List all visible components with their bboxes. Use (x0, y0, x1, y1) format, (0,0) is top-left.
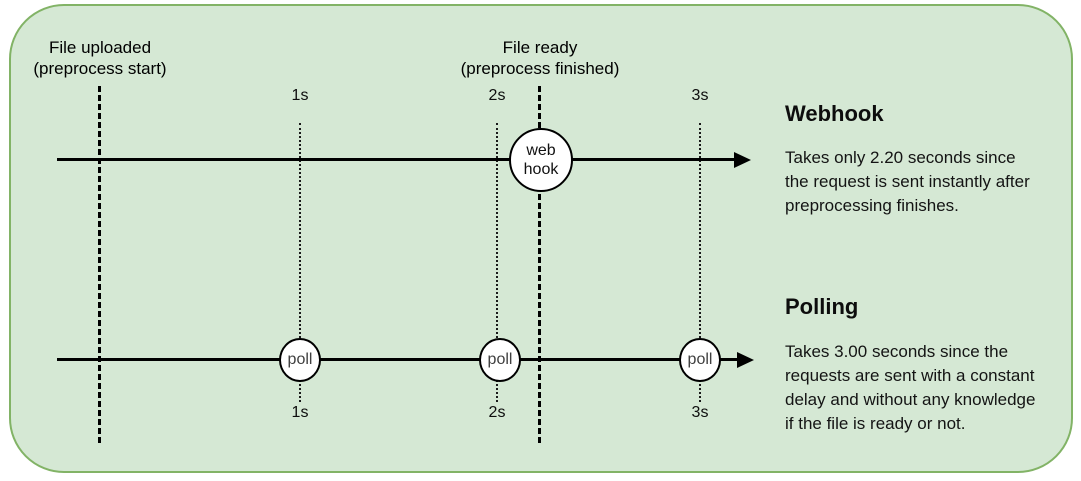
polling-timeline-line (57, 358, 740, 361)
tick-dotted-line-1s (299, 123, 301, 402)
poll-node-1: poll (279, 338, 321, 382)
rounded-green-canvas (9, 4, 1073, 473)
webhook-node-label-line1: web (526, 142, 556, 159)
webhook-description-line: Takes only 2.20 seconds since (785, 148, 1016, 167)
file-ready-label: File ready (preprocess finished) (445, 37, 635, 79)
webhook-description-line: preprocessing finishes. (785, 196, 959, 215)
file-uploaded-label: File uploaded (preprocess start) (5, 37, 195, 79)
poll-node-3-label: poll (687, 351, 713, 368)
bottom-tick-2s: 2s (488, 404, 506, 421)
top-tick-2s: 2s (488, 87, 506, 104)
file-ready-dashed-line (538, 86, 541, 443)
poll-node-1-label: poll (287, 351, 313, 368)
poll-node-3: poll (679, 338, 721, 382)
polling-description-line: Takes 3.00 seconds since the (785, 342, 1009, 361)
polling-description-line: requests are sent with a constant (785, 366, 1035, 385)
top-tick-3s: 3s (691, 87, 709, 104)
file-ready-subtitle: (preprocess finished) (460, 59, 620, 78)
webhook-node: web hook (509, 128, 573, 192)
webhook-timeline-arrowhead-icon (734, 152, 751, 168)
poll-node-2: poll (479, 338, 521, 382)
file-uploaded-dashed-line (98, 86, 101, 443)
file-uploaded-title: File uploaded (48, 38, 152, 57)
polling-description-line: delay and without any knowledge (785, 390, 1036, 409)
tick-dotted-line-2s (496, 123, 498, 402)
bottom-tick-3s: 3s (691, 404, 709, 421)
polling-description-line: if the file is ready or not. (785, 414, 966, 433)
polling-heading: Polling (785, 294, 859, 319)
poll-node-2-label: poll (487, 351, 513, 368)
webhook-heading: Webhook (785, 101, 884, 126)
bottom-tick-1s: 1s (291, 404, 309, 421)
file-ready-title: File ready (502, 38, 578, 57)
polling-timeline-arrowhead-icon (737, 352, 754, 368)
webhook-description-line: the request is sent instantly after (785, 172, 1030, 191)
top-tick-1s: 1s (291, 87, 309, 104)
webhook-timeline-line (57, 158, 737, 161)
polling-description: Takes 3.00 seconds since the requests ar… (785, 340, 1035, 436)
tick-dotted-line-3s (699, 123, 701, 402)
webhook-node-label-line2: hook (523, 161, 559, 178)
file-uploaded-subtitle: (preprocess start) (33, 59, 167, 78)
webhook-description: Takes only 2.20 seconds since the reques… (785, 146, 1030, 218)
